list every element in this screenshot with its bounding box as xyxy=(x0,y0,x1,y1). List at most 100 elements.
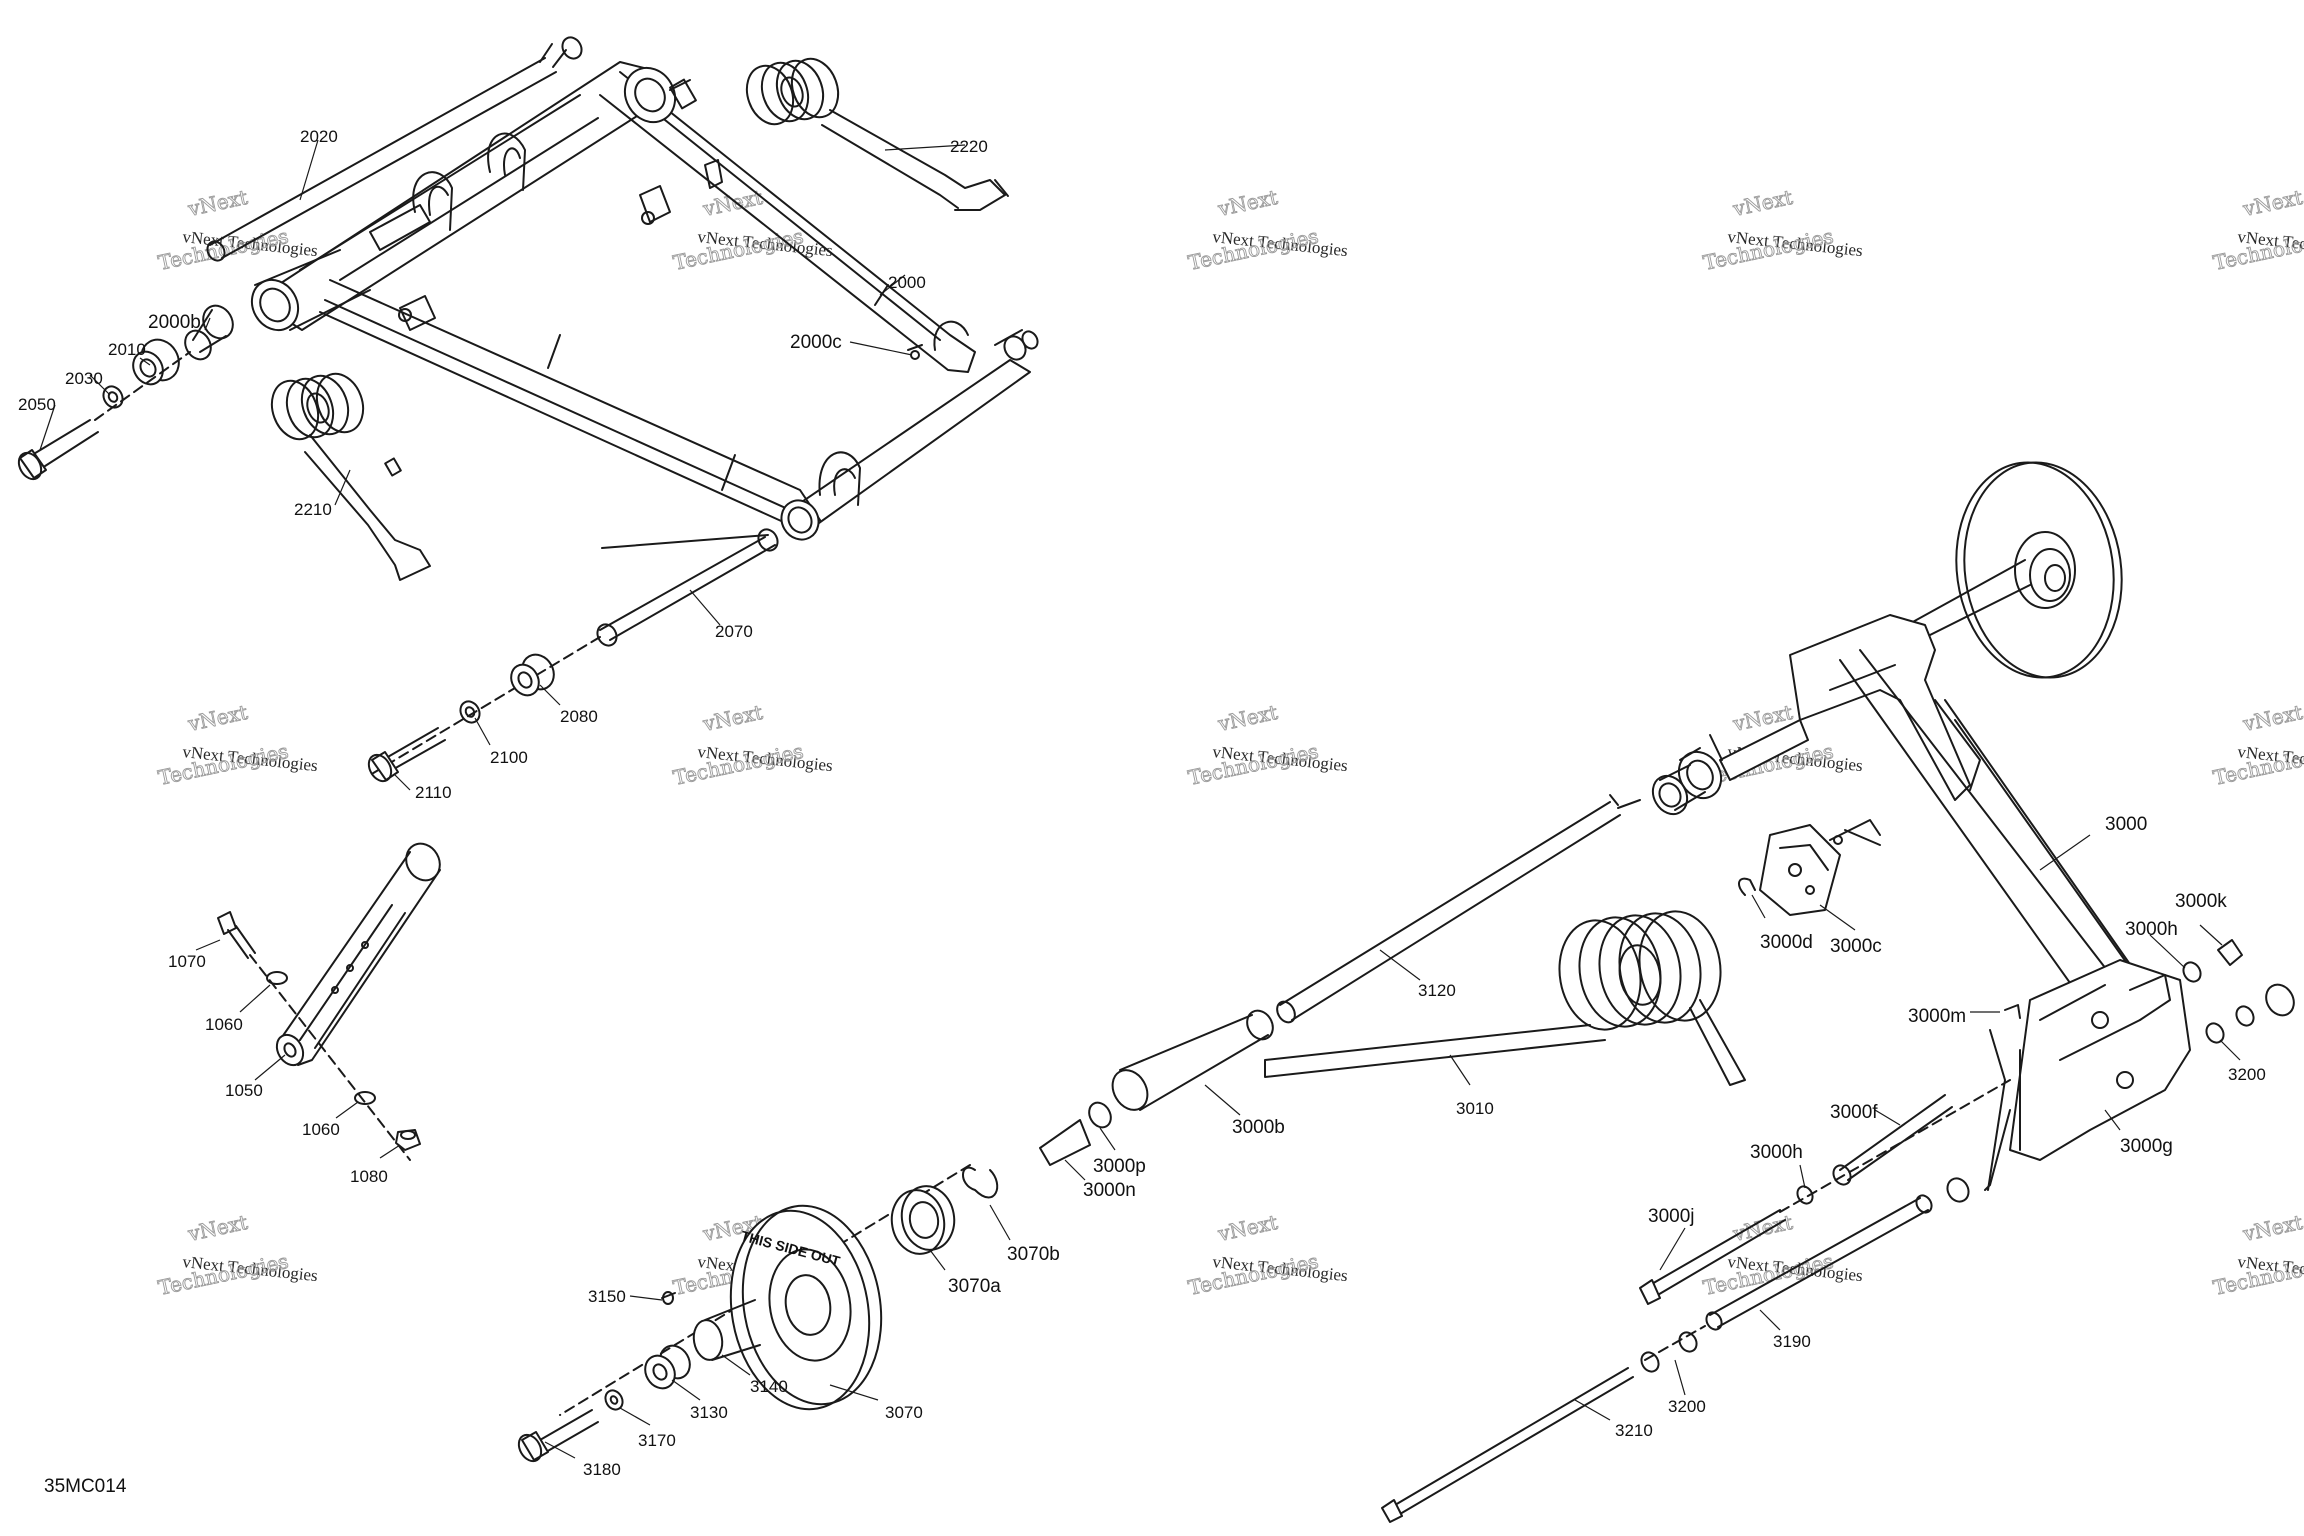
callout-1080: 1080 xyxy=(350,1167,388,1186)
callout-3170: 3170 xyxy=(638,1431,676,1450)
callout-2100: 2100 xyxy=(490,748,528,767)
callout-3000: 3000 xyxy=(2105,814,2147,835)
shaft-3120 xyxy=(1276,794,1641,1024)
callout-3070b: 3070b xyxy=(1007,1244,1060,1265)
callout-labels: 2020 2220 2000 2000b 2010 2030 2050 2000… xyxy=(18,127,2266,1479)
callout-3000j: 3000j xyxy=(1648,1206,1695,1227)
callout-2000b: 2000b xyxy=(148,312,201,333)
svg-text:vNext: vNext xyxy=(2240,1210,2304,1246)
callout-3000f: 3000f xyxy=(1830,1102,1878,1123)
washer-3000h2 xyxy=(1796,1185,1814,1205)
callout-3150: 3150 xyxy=(588,1287,626,1306)
clip-3000d xyxy=(1738,877,1756,896)
callout-2010: 2010 xyxy=(108,340,146,359)
shaft-2020 xyxy=(206,36,583,262)
bushing-3130 xyxy=(644,1344,691,1390)
callout-3000h-lower: 3000h xyxy=(1750,1142,1803,1163)
washer-3170 xyxy=(604,1389,624,1411)
svg-text:vNext: vNext xyxy=(185,700,250,736)
watermark-r2c3: vNext vNext Technologies Technologies xyxy=(1186,700,1349,791)
washer-3200b xyxy=(1640,1331,1698,1373)
svg-text:vNext: vNext xyxy=(700,700,765,736)
arm-body-2000 xyxy=(250,61,1039,541)
watermark-r2c5: vNext vNext Technologies Technologies xyxy=(2211,700,2304,791)
bolt-3180 xyxy=(517,1409,599,1463)
callout-1060-lower: 1060 xyxy=(302,1120,340,1139)
bushing-2080 xyxy=(510,653,555,697)
watermark-r3c1: vNext vNext Technologies Technologies xyxy=(156,1210,319,1301)
svg-text:vNext: vNext xyxy=(700,185,765,221)
callout-2210: 2210 xyxy=(294,500,332,519)
washer-3200a xyxy=(2205,1005,2255,1044)
watermark-r1c4: vNext vNext Technologies Technologies xyxy=(1701,185,1864,276)
svg-text:vNext: vNext xyxy=(1730,1210,1795,1246)
tube-2070 xyxy=(596,528,779,647)
callout-3140: 3140 xyxy=(750,1377,788,1396)
bolt-3000j xyxy=(1639,1209,1786,1305)
callout-2070: 2070 xyxy=(715,622,753,641)
wheel-3070: THIS SIDE OUT xyxy=(729,1204,883,1411)
svg-text:vNext: vNext xyxy=(2240,700,2304,736)
torsion-spring-2210 xyxy=(270,372,431,581)
nut-3000k xyxy=(2217,939,2243,966)
callout-3000p: 3000p xyxy=(1093,1156,1146,1177)
callout-2030: 2030 xyxy=(65,369,103,388)
snap-ring-3070b xyxy=(962,1166,999,1199)
callout-2000: 2000 xyxy=(888,273,926,292)
watermark-r2c2: vNext vNext Technologies Technologies xyxy=(671,700,834,791)
callout-3000c: 3000c xyxy=(1830,936,1882,957)
torsion-spring-3010 xyxy=(1264,910,1746,1086)
watermark-r1c3: vNext vNext Technologies Technologies xyxy=(1186,185,1349,276)
figure-code: 35MC014 xyxy=(44,1476,127,1497)
bolt-1070 xyxy=(217,911,256,959)
watermark-r3c3: vNext vNext Technologies Technologies xyxy=(1186,1210,1349,1301)
callout-1070: 1070 xyxy=(168,952,206,971)
bearing-3070a xyxy=(890,1185,956,1255)
callout-3200-right: 3200 xyxy=(2228,1065,2266,1084)
washer-3000h1 xyxy=(2182,961,2202,983)
callout-3070a: 3070a xyxy=(948,1276,1001,1297)
nut-1080 xyxy=(395,1129,421,1151)
rear-arm-3000 xyxy=(1651,614,2191,1203)
callout-3000m: 3000m xyxy=(1908,1006,1966,1027)
svg-text:vNext: vNext xyxy=(1215,185,1280,221)
callout-3070: 3070 xyxy=(885,1403,923,1422)
callout-1060-upper: 1060 xyxy=(205,1015,243,1034)
washer-2030 xyxy=(102,385,124,409)
svg-text:vNext: vNext xyxy=(1215,700,1280,736)
watermark-r1c5: vNext vNext Technologies Technologies xyxy=(2211,185,2304,276)
spacer-3140 xyxy=(692,1299,761,1361)
leader-lines xyxy=(39,139,2241,1459)
washer-2100 xyxy=(459,700,481,724)
callout-3180: 3180 xyxy=(583,1460,621,1479)
callout-3120: 3120 xyxy=(1418,981,1456,1000)
callout-2020: 2020 xyxy=(300,127,338,146)
watermark-r2c1: vNext vNext Technologies Technologies xyxy=(156,700,319,791)
watermarks: vNext vNext Technologies Technologies vN… xyxy=(156,185,2304,1301)
callout-3000n: 3000n xyxy=(1083,1180,1136,1201)
rear-arm-assembly xyxy=(1039,461,2295,1523)
svg-text:vNext: vNext xyxy=(2240,185,2304,221)
block-3000c xyxy=(1759,824,1881,916)
callout-3190: 3190 xyxy=(1773,1332,1811,1351)
callout-3200-lower: 3200 xyxy=(1668,1397,1706,1416)
callout-3000d: 3000d xyxy=(1760,932,1813,953)
callout-3130: 3130 xyxy=(690,1403,728,1422)
front-arm-assembly xyxy=(17,36,1039,783)
washer-1060a xyxy=(266,971,288,985)
bolt-2050 xyxy=(17,419,99,481)
svg-text:vNext: vNext xyxy=(185,185,250,221)
tube-3190 xyxy=(1705,1194,1933,1331)
grease-3150 xyxy=(661,1291,676,1305)
sleeve-3000n xyxy=(1039,1119,1091,1166)
callout-3010: 3010 xyxy=(1456,1099,1494,1118)
callout-2050: 2050 xyxy=(18,395,56,414)
bolt-3210 xyxy=(1381,1367,1634,1523)
torsion-spring-2220 xyxy=(745,57,1009,211)
callout-3000g: 3000g xyxy=(2120,1136,2173,1157)
callout-1050: 1050 xyxy=(225,1081,263,1100)
svg-text:vNext: vNext xyxy=(1730,185,1795,221)
svg-text:vNext: vNext xyxy=(1215,1210,1280,1246)
callout-2080: 2080 xyxy=(560,707,598,726)
collar-3000b xyxy=(1111,1009,1274,1111)
